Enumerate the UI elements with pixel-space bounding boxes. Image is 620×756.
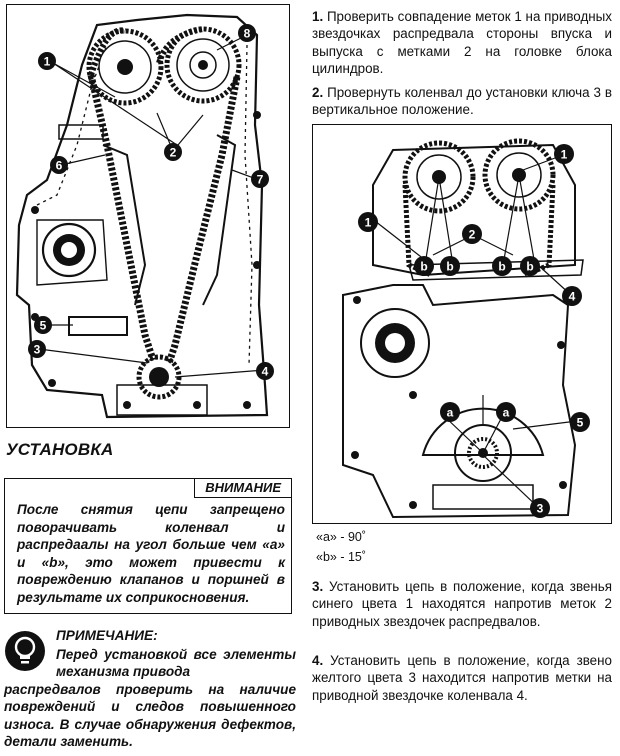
angle-text-b-4: b (526, 260, 533, 274)
callout-label-2: 2 (170, 146, 177, 160)
angle-label-a-1: a (439, 401, 461, 423)
timing-chain-diagram: 1 2 3 4 5 6 7 8 (6, 4, 290, 428)
callout-marker-8: 8 (237, 23, 257, 43)
callout-label-3: 3 (34, 343, 41, 357)
angle-text-a-1: a (447, 406, 454, 420)
angle-text-a-2: a (503, 406, 510, 420)
callout-label-4: 4 (569, 290, 576, 304)
callout-label-5: 5 (40, 319, 47, 333)
callout-label-1: 1 (44, 55, 51, 69)
step-2: 2. Провернуть коленвал до установки ключ… (312, 84, 612, 119)
step-1: 1. Проверить совпадение меток 1 на приво… (312, 8, 612, 78)
callout-label-3: 3 (537, 502, 544, 516)
angle-label-b-2: b (439, 255, 461, 277)
legend-angle-a: «a» - 90˚ (316, 530, 367, 544)
callout-label-7: 7 (257, 173, 264, 187)
step-1-text: Проверить совпадение меток 1 на приводны… (312, 9, 612, 77)
angle-label-b-1: b (413, 255, 435, 277)
note-text-rest: распредвалов проверить на наличие повреж… (4, 682, 296, 750)
note-bulb-icon (4, 630, 46, 672)
callout-marker-1-right: 1 (553, 143, 575, 165)
callout-label-8: 8 (244, 27, 251, 41)
callout-label-1-right: 1 (561, 148, 568, 162)
callout-label-6: 6 (56, 159, 63, 173)
note-title: ПРИМЕЧАНИЕ: (56, 628, 158, 643)
callout-marker-2: 2 (163, 142, 183, 162)
callout-marker-2: 2 (461, 223, 483, 245)
step-4-text: Установить цепь в положение, когда звено… (312, 653, 612, 703)
step-3-number: 3. (312, 579, 324, 594)
callout-marker-5: 5 (33, 315, 53, 335)
timing-marks-drawing (342, 138, 584, 519)
warning-tab: ВНИМАНИЕ (194, 478, 292, 498)
step-1-number: 1. (312, 9, 324, 24)
angle-label-b-3: b (491, 255, 513, 277)
callout-marker-1-left: 1 (357, 211, 379, 233)
callout-marker-1: 1 (37, 51, 57, 71)
callout-marker-5: 5 (569, 411, 591, 433)
callout-marker-3: 3 (529, 497, 551, 519)
step-3: 3. Установить цепь в положение, когда зв… (312, 578, 612, 630)
callout-label-1-left: 1 (365, 216, 372, 230)
legend-angle-b: «b» - 15˚ (316, 550, 367, 564)
callout-marker-7: 7 (250, 169, 270, 189)
callout-marker-4: 4 (561, 285, 583, 307)
timing-chain-drawing (15, 13, 269, 419)
callout-marker-4: 4 (255, 361, 275, 381)
callout-marker-6: 6 (49, 155, 69, 175)
warning-box: ВНИМАНИЕ После снятия цепи запрещено пов… (4, 478, 292, 614)
step-3-text: Установить цепь в положение, когда звень… (312, 579, 612, 629)
angle-label-a-2: a (495, 401, 517, 423)
angle-text-b-2: b (446, 260, 453, 274)
step-4: 4. Установить цепь в положение, когда зв… (312, 652, 612, 704)
warning-text: После снятия цепи запрещено поворачивать… (17, 502, 285, 605)
angle-text-b-1: b (420, 260, 427, 274)
timing-marks-diagram: 1 1 2 4 5 3 b b b b a a (312, 124, 612, 524)
callout-label-5: 5 (577, 416, 584, 430)
callout-label-4: 4 (262, 365, 269, 379)
angle-text-b-3: b (498, 260, 505, 274)
angle-label-b-4: b (519, 255, 541, 277)
step-2-number: 2. (312, 85, 324, 100)
step-2-text: Провернуть коленвал до установки ключа 3… (312, 85, 612, 118)
section-title: УСТАНОВКА (6, 440, 114, 459)
note-text-first: Перед установкой все элементы механизма … (56, 647, 296, 680)
callout-marker-3: 3 (27, 339, 47, 359)
step-4-number: 4. (312, 653, 324, 668)
callout-label-2: 2 (469, 228, 476, 242)
